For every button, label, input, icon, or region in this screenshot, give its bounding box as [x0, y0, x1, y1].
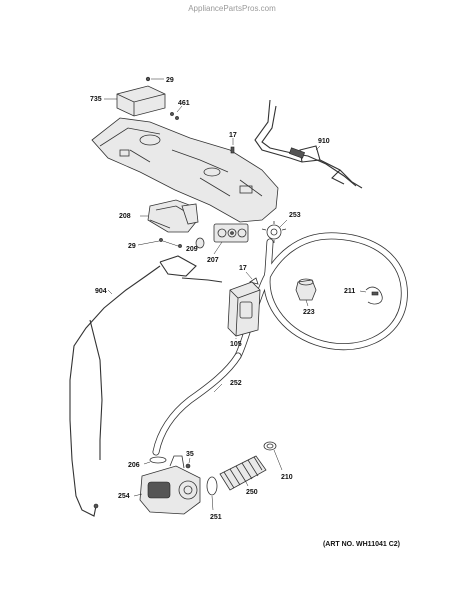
wire-harness-910: [254, 99, 363, 189]
part-208-duct: [140, 199, 199, 233]
callout-461: 461: [178, 100, 190, 107]
callout-206: 206: [128, 462, 140, 469]
callout-251: 251: [210, 514, 222, 521]
callout-250: 250: [246, 489, 258, 496]
part-209: [195, 237, 205, 249]
clamp-206: [143, 456, 167, 465]
callout-254: 254: [118, 493, 130, 500]
callout-735: 735: [90, 96, 102, 103]
corrugated-hose-250: [219, 455, 267, 491]
part-223: [295, 278, 317, 307]
screws-29-mid: [137, 238, 182, 248]
screws-461: [170, 105, 183, 120]
screw-35: [185, 457, 191, 469]
callout-208: 208: [119, 213, 131, 220]
clip-17-mid: [245, 271, 259, 285]
callout-223: 223: [303, 309, 315, 316]
pump-254: [133, 455, 201, 515]
part-735-bracket: [116, 85, 166, 117]
callout-17-top: 17: [229, 132, 237, 139]
clamp-210: [263, 441, 283, 471]
callout-35: 35: [186, 451, 194, 458]
clamp-251: [206, 476, 218, 511]
part-105-switch: [227, 281, 261, 339]
watermark-text: AppliancePartsPros.com: [188, 4, 276, 13]
callout-910: 910: [318, 138, 330, 145]
callout-105: 105: [230, 341, 242, 348]
callout-209: 209: [186, 246, 198, 253]
callout-207: 207: [207, 257, 219, 264]
callout-904: 904: [95, 288, 107, 295]
callout-210: 210: [281, 474, 293, 481]
callout-211: 211: [344, 288, 355, 295]
part-253-ring: [261, 219, 288, 243]
callout-253: 253: [289, 212, 301, 219]
tub-hose: [234, 232, 408, 360]
callout-17-mid: 17: [239, 265, 247, 272]
screw-29-top: [145, 76, 164, 82]
clip-17-top: [230, 138, 235, 154]
callout-252: 252: [230, 380, 242, 387]
part-207-valve: [213, 223, 249, 255]
callout-29-mid: 29: [128, 243, 136, 250]
part-211-clamp: [359, 286, 383, 305]
base-plate: [91, 117, 279, 223]
wire-904: [69, 255, 223, 517]
drain-hose-252: [152, 352, 242, 456]
callout-29-top: 29: [166, 77, 174, 84]
art-number: (ART NO. WH11041 C2): [323, 541, 400, 548]
